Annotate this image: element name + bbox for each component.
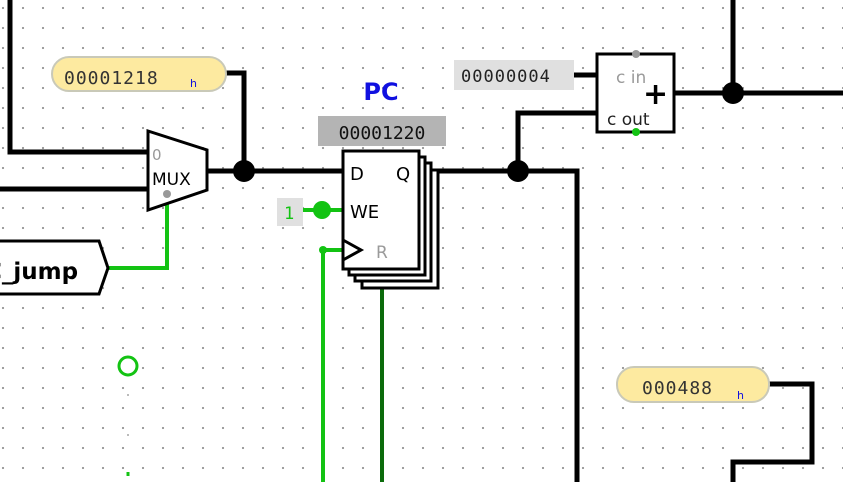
increment-value-box <box>454 60 574 90</box>
register-name: PC <box>363 78 398 106</box>
wire-pc-to-adder[interactable] <box>515 110 600 174</box>
signal-wires <box>106 198 384 482</box>
adder-op-icon: + <box>643 77 668 112</box>
tunnel-body[interactable] <box>0 239 110 296</box>
wire-jump-target[interactable] <box>223 70 247 174</box>
junctions <box>233 82 744 182</box>
port-r-label: R <box>376 243 388 263</box>
pc-register[interactable]: PC 00001220 D Q WE R <box>318 78 446 290</box>
junction-dot <box>722 82 744 104</box>
register-value-box <box>318 116 446 146</box>
we-constant[interactable]: 1 <box>277 198 331 226</box>
register-body[interactable] <box>341 149 421 271</box>
c-jump-tunnel[interactable]: C_jump <box>0 239 110 296</box>
wire-mux-input-0[interactable] <box>7 0 153 155</box>
junction-dot <box>233 160 255 182</box>
right-pin-value: 000488 <box>642 378 713 399</box>
tunnel-label: C_jump <box>0 259 78 285</box>
mux-select-port <box>163 190 171 198</box>
pin-value: 00001218 <box>64 68 159 89</box>
port-q-label: Q <box>396 164 410 185</box>
register-value: 00001220 <box>339 123 426 144</box>
right-pin[interactable]: 000488 h <box>616 366 770 403</box>
we-probe-dot <box>313 201 331 219</box>
right-pin-radix: h <box>737 389 744 402</box>
adder-c-out-label: c out <box>607 110 650 130</box>
mux-body[interactable] <box>146 128 209 213</box>
wire-mux-select[interactable] <box>106 198 169 270</box>
port-we-label: WE <box>350 202 379 223</box>
wire-right-pin[interactable] <box>730 381 815 482</box>
junction-dot <box>507 160 529 182</box>
adder-c-in-label: c in <box>616 68 646 88</box>
stray-probe[interactable] <box>117 355 139 476</box>
increment-constant[interactable]: 00000004 <box>454 60 574 90</box>
mux[interactable]: 0 MUX <box>146 128 209 213</box>
adder-c-in-port <box>632 50 640 58</box>
we-value-box <box>277 198 303 226</box>
probe-ring[interactable] <box>117 355 139 377</box>
mux-select-zero-label: 0 <box>152 146 162 164</box>
clock-probe-dot <box>319 246 327 254</box>
we-value: 1 <box>284 204 294 224</box>
right-pin-body[interactable] <box>616 366 770 403</box>
wire-pc-output[interactable] <box>420 168 580 482</box>
pin-body[interactable] <box>51 56 227 92</box>
wire-clock[interactable] <box>321 248 344 482</box>
pin-radix: h <box>190 77 197 90</box>
increment-value: 00000004 <box>461 67 551 87</box>
clock-triangle-icon <box>342 238 365 262</box>
adder-c-out-port <box>632 128 640 136</box>
mux-label: MUX <box>152 170 191 190</box>
adder[interactable]: c in c out + <box>595 50 676 136</box>
port-d-label: D <box>350 164 364 185</box>
jump-target-pin[interactable]: 00001218 h <box>51 56 227 92</box>
